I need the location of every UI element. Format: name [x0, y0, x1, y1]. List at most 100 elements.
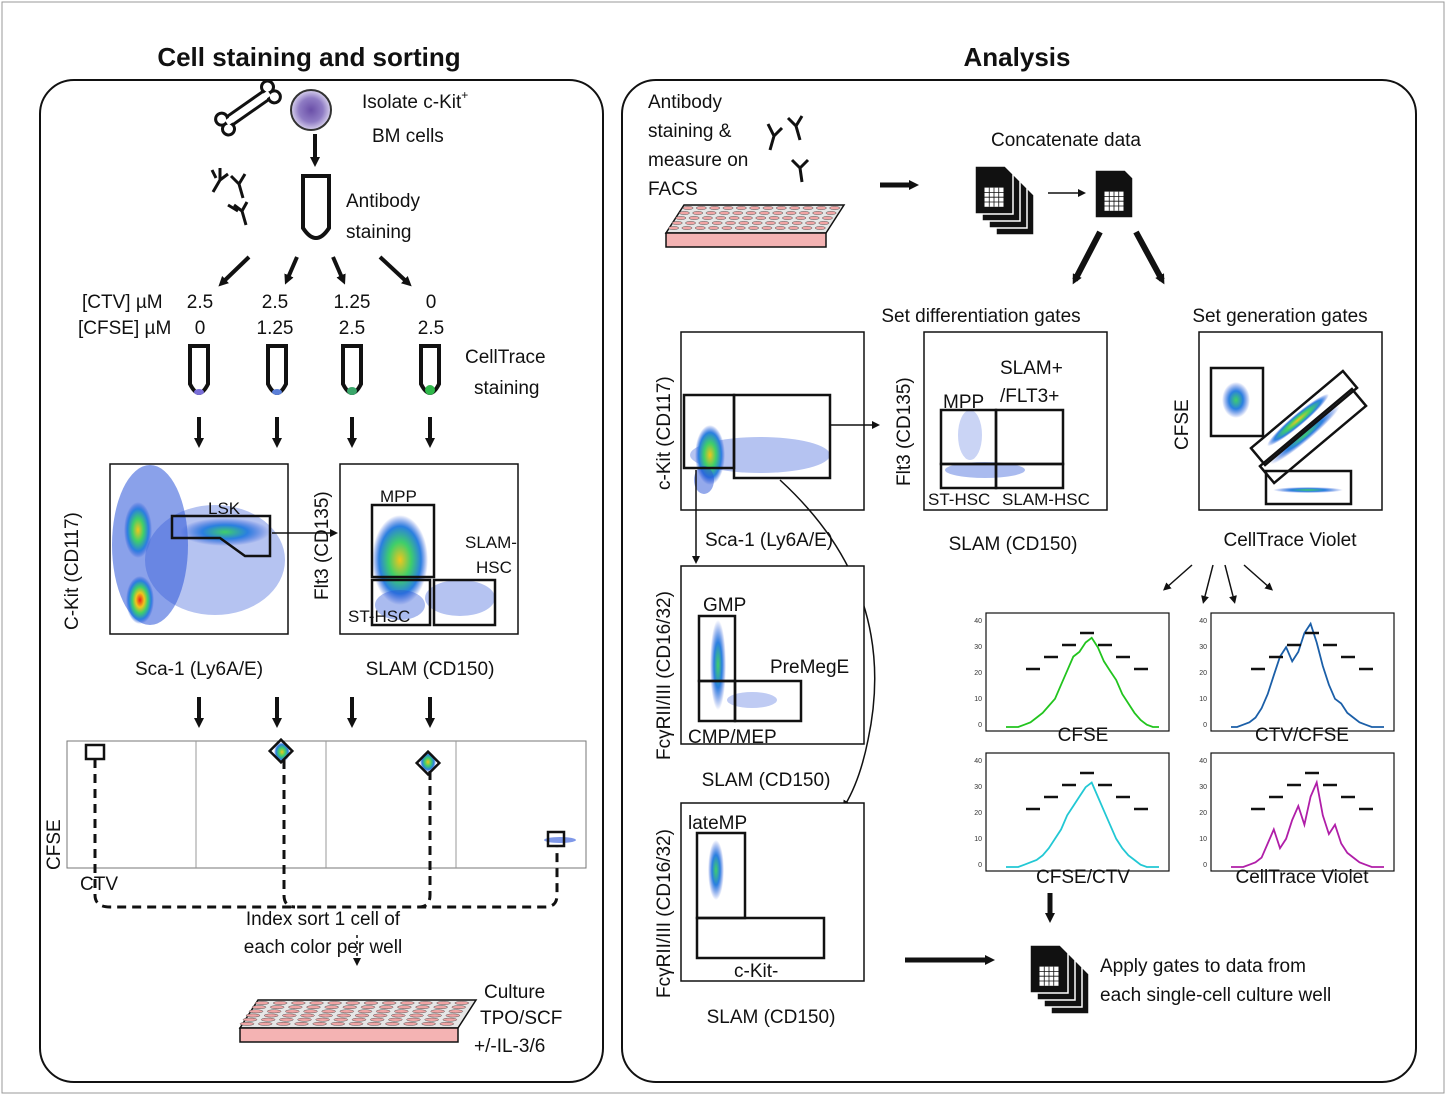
ckit-to-fcy2-arrow — [779, 479, 876, 809]
concatenate-text: Concatenate data — [991, 130, 1141, 151]
cfse-conc-label: [CFSE] µM — [78, 318, 171, 339]
ckit-plot-xlabel: Sca-1 (Ly6A/E) — [705, 530, 833, 551]
slam-gate-label-2: HSC — [476, 558, 512, 577]
fcy-plot2-ylabel: FcγRII/III (CD16/32) — [654, 829, 675, 998]
histogram-trace-1 — [1006, 636, 1159, 728]
celltrace-tubes — [188, 344, 441, 395]
histogram-y-tick: 20 — [974, 670, 982, 677]
arrows-to-index — [194, 697, 435, 728]
histogram-y-tick: 20 — [974, 810, 982, 817]
histogram-trace-2 — [1231, 621, 1384, 728]
left-panel-frame — [39, 79, 604, 1083]
lsk-plot-ylabel: C-Kit (CD117) — [62, 512, 83, 630]
merged-file-icon — [1094, 169, 1134, 219]
to-diff-gates-arrow — [1072, 230, 1103, 285]
fcy-plot2-xlabel: SLAM (CD150) — [707, 1007, 836, 1028]
ctv-value-4: 0 — [426, 292, 437, 313]
ctv-value-3: 1.25 — [334, 292, 371, 313]
apply-text-1: Apply gates to data from — [1100, 956, 1306, 977]
antibody-icon-right — [766, 115, 810, 183]
ckit-sca1-plot: c-Kit (CD117) Sca-1 (Ly6A/E) — [654, 331, 865, 551]
split-arrows — [218, 255, 412, 287]
st-hsc-gate-label: ST-HSC — [348, 607, 410, 626]
histogram-label-4: CellTrace Violet — [1235, 867, 1369, 888]
slam-hsc-gate-label: SLAM-HSC — [1002, 490, 1090, 509]
right-panel-frame — [621, 79, 1417, 1083]
facs-text-2: staining & — [648, 121, 732, 142]
histogram-y-tick: 30 — [1199, 644, 1207, 651]
slam-flt3-gate-label-1: SLAM+ — [1000, 358, 1063, 379]
facs-text-1: Antibody — [648, 92, 722, 113]
histogram-label-3: CFSE/CTV — [1036, 867, 1130, 888]
well-plate-icon-right — [664, 204, 846, 248]
fcy-plot1-xlabel: SLAM (CD150) — [702, 770, 831, 791]
histogram-y-tick: 0 — [1203, 722, 1207, 729]
histogram-label-2: CTV/CFSE — [1255, 725, 1349, 746]
flt3-plot-right-xlabel: SLAM (CD150) — [949, 534, 1078, 555]
flt3-plot-right-ylabel: Flt3 (CD135) — [894, 377, 915, 486]
mpp-gate-label-right: MPP — [943, 392, 984, 413]
celltrace-text-2: staining — [474, 378, 540, 399]
isolate-text-1: Isolate c-Kit+ — [362, 88, 468, 113]
slam-flt3-gate-label-2: /FLT3+ — [1000, 386, 1059, 407]
gen-plot-ylabel: CFSE — [1172, 399, 1193, 450]
ctv-value-1: 2.5 — [187, 292, 213, 313]
histogram-y-tick: 40 — [1199, 618, 1207, 625]
ckit-plot-ylabel: c-Kit (CD117) — [654, 376, 675, 490]
histogram-y-tick: 0 — [978, 722, 982, 729]
celltrace-text-1: CellTrace — [465, 347, 546, 368]
facs-text-3: measure on — [648, 150, 748, 171]
fcy-plot1-ylabel: FcγRII/III (CD16/32) — [654, 591, 675, 760]
apply-files-icon — [1029, 944, 1090, 1015]
bone-icon — [214, 79, 282, 137]
mpp-gate-label: MPP — [380, 487, 417, 506]
data-files-icon — [974, 165, 1035, 236]
histogram-y-tick: 10 — [1199, 836, 1207, 843]
slam-gate-label-1: SLAM- — [465, 533, 517, 552]
cfse-value-2: 1.25 — [257, 318, 294, 339]
gen-gates-text: Set generation gates — [1192, 306, 1367, 327]
fcy-latemp-plot: lateMP c-Kit- FcγRII/III (CD16/32) SLAM … — [654, 802, 865, 1028]
histogram-y-tick: 10 — [1199, 696, 1207, 703]
gmp-gate-label: GMP — [703, 595, 746, 616]
premege-gate-label: PreMegE — [770, 657, 849, 678]
index-sort-text-2: each color per well — [244, 937, 402, 958]
histogram-y-tick: 10 — [974, 696, 982, 703]
well-plate-icon-left — [238, 999, 478, 1043]
arrows-to-plots — [194, 417, 435, 448]
right-panel-title: Analysis — [964, 42, 1071, 72]
histogram-y-tick: 0 — [1203, 862, 1207, 869]
histogram-trace-3 — [1006, 781, 1159, 868]
ctv-conc-label: [CTV] µM — [82, 292, 163, 313]
ctv-value-2: 2.5 — [262, 292, 288, 313]
ckit-neg-gate-label: c-Kit- — [734, 961, 778, 982]
histogram-trace-4 — [1231, 779, 1384, 868]
histogram-y-tick: 0 — [978, 862, 982, 869]
tube-icon — [301, 174, 331, 240]
antibody-text-2: staining — [346, 222, 412, 243]
antibody-icon — [210, 168, 249, 226]
flt3-plot-xlabel: SLAM (CD150) — [366, 659, 495, 680]
lsk-gate-label: LSK — [208, 499, 241, 518]
flt3-slam-plot-right: SLAM+ /FLT3+ MPP ST-HSC SLAM-HSC Flt3 (C… — [894, 331, 1108, 555]
culture-text-3: +/-IL-3/6 — [474, 1036, 545, 1057]
flt3-plot-ylabel: Flt3 (CD135) — [312, 491, 333, 600]
index-dashed-connectors — [93, 759, 559, 909]
latemp-gate-label: lateMP — [688, 813, 747, 834]
cmp-mep-gate-label: CMP/MEP — [688, 727, 777, 748]
histogram-y-tick: 10 — [974, 836, 982, 843]
index-plot-xlabel: CTV — [80, 874, 118, 895]
histogram-label-1: CFSE — [1058, 725, 1109, 746]
facs-text-4: FACS — [648, 179, 698, 200]
cell-icon — [290, 89, 332, 131]
flt3-slam-plot: MPP SLAM- HSC ST-HSC Flt3 (CD135) SLAM (… — [312, 463, 519, 680]
st-hsc-gate-label-right: ST-HSC — [928, 490, 990, 509]
apply-text-2: each single-cell culture well — [1100, 985, 1331, 1006]
fcy-gmp-plot: GMP PreMegE CMP/MEP FcγRII/III (CD16/32)… — [654, 565, 865, 791]
culture-text-1: Culture — [484, 982, 545, 1003]
